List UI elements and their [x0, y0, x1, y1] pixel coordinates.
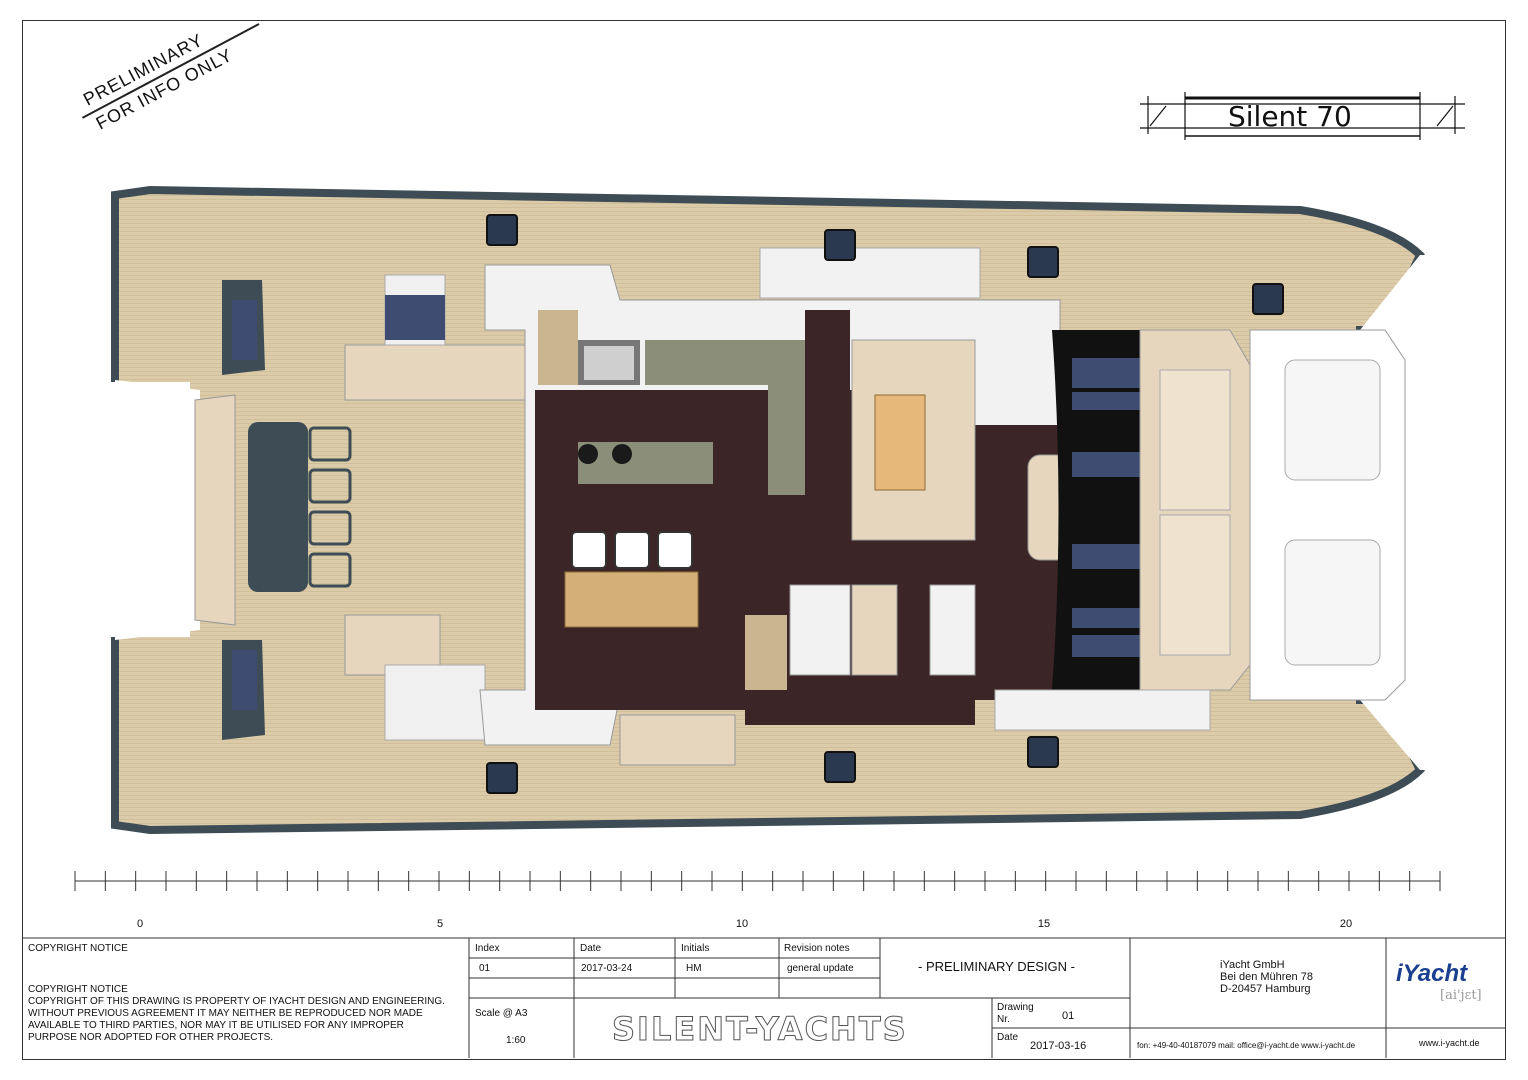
copyright-line-1: COPYRIGHT OF THIS DRAWING IS PROPERTY OF…: [28, 996, 445, 1007]
scale-label-20: 20: [1339, 918, 1353, 930]
copyright-title: COPYRIGHT NOTICE: [28, 984, 128, 995]
iyacht-phonetic: [ai'jɛt]: [1440, 988, 1482, 1003]
scale-label-0: 0: [136, 918, 144, 930]
front-windshield: [1052, 330, 1148, 690]
copyright-line-2: WITHOUT PREVIOUS AGREEMENT IT MAY NEITHE…: [28, 1008, 423, 1019]
copyright-header: COPYRIGHT NOTICE: [28, 943, 128, 954]
scale-label-10: 10: [735, 918, 749, 930]
drawing-number: 01: [1062, 1010, 1075, 1022]
company-city: D-20457 Hamburg: [1220, 983, 1311, 995]
revision-date: 2017-03-24: [581, 963, 633, 974]
drawing-frame: [22, 20, 1506, 1060]
copyright-line-4: PURPOSE NOR ADOPTED FOR OTHER PROJECTS.: [28, 1032, 274, 1043]
copyright-line-3: AVAILABLE TO THIRD PARTIES, NOR MAY IT B…: [28, 1020, 404, 1031]
revision-index: 01: [479, 963, 491, 974]
status-text: - PRELIMINARY DESIGN -: [918, 959, 1075, 974]
revision-index-header: Index: [475, 943, 500, 954]
scale-value: 1:60: [506, 1035, 526, 1046]
iyacht-logo: iYacht: [1396, 960, 1468, 987]
company-contact: fon: +49-40-40187079 mail: office@i-yach…: [1137, 1041, 1356, 1050]
drawing-nr-label: Nr.: [997, 1014, 1010, 1025]
revision-initials-header: Initials: [681, 943, 710, 954]
revision-notes: general update: [787, 963, 854, 974]
revision-notes-header: Revision notes: [784, 943, 850, 954]
drawing-label: Drawing: [997, 1002, 1034, 1013]
scale-label-15: 15: [1037, 918, 1051, 930]
model-logo-text: Silent 70: [1228, 100, 1352, 133]
scale-label: Scale @ A3: [475, 1008, 528, 1019]
scale-label-5: 5: [436, 918, 444, 930]
date-value: 2017-03-16: [1030, 1040, 1087, 1052]
company-street: Bei den Mühren 78: [1220, 971, 1313, 983]
date-label: Date: [997, 1032, 1019, 1043]
revision-date-header: Date: [580, 943, 602, 954]
brand-logo: SILENT-YACHTS: [612, 1010, 908, 1049]
company-name: iYacht GmbH: [1220, 959, 1285, 971]
aft-cockpit-seating: [194, 394, 236, 626]
revision-initials: HM: [686, 963, 702, 974]
website: www.i-yacht.de: [1419, 1038, 1480, 1048]
